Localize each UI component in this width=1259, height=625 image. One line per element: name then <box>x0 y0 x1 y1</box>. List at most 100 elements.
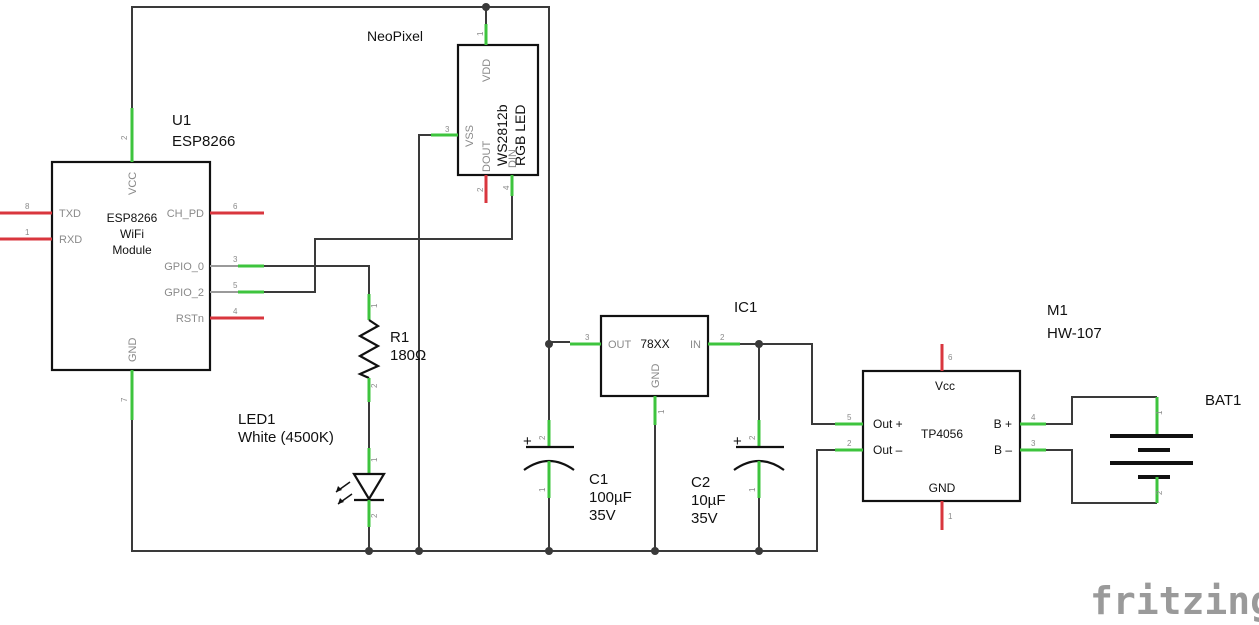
ic1-name: 78XX <box>640 337 669 351</box>
neopixel-pin-din-num: 4 <box>502 185 511 190</box>
ic1-pin-in-num: 2 <box>720 333 725 342</box>
c2-pin-1-num: 1 <box>748 487 757 492</box>
neopixel-pin-vdd-label: VDD <box>481 59 493 82</box>
c1-pin-2-num: 2 <box>538 435 547 440</box>
m1-chip: TP4056 <box>921 427 963 441</box>
c1-capacitor[interactable]: 2 + 1 C1 100µF 35V <box>523 420 632 524</box>
wires <box>131 6 1157 552</box>
led1-triangle <box>352 472 386 502</box>
bat1-battery[interactable]: BAT1 1 2 <box>1110 392 1241 503</box>
junction-dot <box>651 547 659 555</box>
ic1-pin-gnd-num: 1 <box>657 409 666 414</box>
u1-esp8266[interactable]: U1 ESP8266 ESP8266 WiFi Module 2 VCC 8 T… <box>0 108 264 420</box>
neopixel-pin-vss-label: VSS <box>464 125 476 147</box>
neopixel-body-line1: WS2812b <box>494 104 510 166</box>
m1-pin-out-minus-num: 2 <box>847 439 852 448</box>
r1-value: 180Ω <box>390 347 426 364</box>
c2-ref: C2 <box>691 474 710 491</box>
wire-vcc-rail <box>131 6 550 342</box>
u1-pin-gpio2-label: GPIO_2 <box>164 287 204 299</box>
neopixel-pin-dout-num: 2 <box>476 187 485 192</box>
r1-ref: R1 <box>390 329 409 346</box>
led1-value: White (4500K) <box>238 429 334 446</box>
led1-light-arrows <box>335 481 353 505</box>
r1-pin-2-num: 2 <box>370 383 379 388</box>
wire-gpio0-r1 <box>264 265 370 294</box>
c2-capacitor[interactable]: 2 + 1 C2 10µF 35V <box>691 420 785 527</box>
junction-dot <box>755 340 763 348</box>
m1-pin-gnd-num: 1 <box>948 512 953 521</box>
ic1-pin-out-label: OUT <box>608 339 632 351</box>
c1-pin-1-num: 1 <box>538 487 547 492</box>
c2-polarity: + <box>733 433 742 450</box>
u1-name: ESP8266 <box>172 133 235 150</box>
u1-pin-ch-pd-num: 6 <box>233 202 238 211</box>
junction-dot <box>545 547 553 555</box>
bat1-pin-2-num: 2 <box>1155 490 1164 495</box>
neopixel-pin-vdd-num: 1 <box>476 31 485 36</box>
u1-pin-txd-num: 8 <box>25 202 30 211</box>
c2-value: 10µF <box>691 492 726 509</box>
m1-pin-b-plus-num: 4 <box>1031 413 1036 422</box>
c1-ref: C1 <box>589 471 608 488</box>
u1-pin-vcc-num: 2 <box>120 135 129 140</box>
neopixel-pin-dout-label: DOUT <box>481 141 493 172</box>
led1-diode[interactable]: LED1 White (4500K) 1 2 <box>238 411 386 527</box>
fritzing-watermark: fritzing <box>1090 579 1259 623</box>
u1-pin-rstn-label: RSTn <box>176 313 204 325</box>
r1-pin-1-num: 1 <box>370 303 379 308</box>
neopixel-pin-din-label: DIN <box>507 149 519 168</box>
m1-charger-module[interactable]: M1 HW-107 TP4056 6 Vcc 5 Out + 2 Out – 4… <box>835 302 1102 530</box>
wire-gnd-bus <box>131 420 835 552</box>
ic1-pin-in-label: IN <box>690 339 701 351</box>
u1-pin-ch-pd-label: CH_PD <box>167 208 204 220</box>
u1-pin-gnd-num: 7 <box>120 397 129 402</box>
junction-dot <box>415 547 423 555</box>
wire-neopixel-vss <box>418 134 431 551</box>
wire-bminus <box>1046 449 1157 504</box>
bat1-pin-1-num: 1 <box>1155 410 1164 415</box>
r1-zigzag <box>357 319 381 380</box>
u1-pin-rxd-label: RXD <box>59 234 82 246</box>
u1-pin-vcc-label: VCC <box>127 172 139 195</box>
ic1-body <box>599 314 710 398</box>
u1-body-line1: ESP8266 <box>107 211 158 225</box>
neopixel-body <box>456 43 540 177</box>
u1-pin-gpio2-num: 5 <box>233 281 238 290</box>
junction-dot <box>545 340 553 348</box>
m1-pin-vcc-label: Vcc <box>935 379 955 393</box>
m1-name: HW-107 <box>1047 325 1102 342</box>
m1-pin-out-minus-label: Out – <box>873 443 903 457</box>
c1-polarity: + <box>523 433 532 450</box>
m1-pin-vcc-num: 6 <box>948 353 953 362</box>
m1-pin-b-minus-num: 3 <box>1031 439 1036 448</box>
u1-pin-txd-label: TXD <box>59 208 81 220</box>
u1-body-line2: WiFi <box>120 227 144 241</box>
u1-pin-gpio0-label: GPIO_0 <box>164 261 204 273</box>
neopixel-body-line2: RGB LED <box>512 105 528 166</box>
ic1-pin-gnd-label: GND <box>650 364 662 389</box>
m1-pin-b-plus-label: B + <box>994 417 1012 431</box>
junctions <box>365 3 763 555</box>
r1-resistor[interactable]: 1 2 R1 180Ω <box>357 294 426 402</box>
u1-pin-rstn-num: 4 <box>233 307 238 316</box>
m1-pin-out-plus-label: Out + <box>873 417 903 431</box>
u1-pin-rxd-num: 1 <box>25 228 30 237</box>
ic1-ref: IC1 <box>734 299 757 316</box>
junction-dot <box>755 547 763 555</box>
junction-dot <box>365 547 373 555</box>
ic1-regulator[interactable]: IC1 78XX 3 OUT 2 IN 1 GND <box>570 299 757 425</box>
ic1-pin-out-num: 3 <box>585 333 590 342</box>
wire-reg-in <box>740 343 835 425</box>
junction-dot <box>482 3 490 11</box>
m1-ref: M1 <box>1047 302 1068 319</box>
neopixel-title: NeoPixel <box>367 28 423 44</box>
neopixel-ws2812b[interactable]: NeoPixel WS2812b RGB LED 1 VDD 3 VSS 2 D… <box>367 24 540 203</box>
wire-gpio2-din <box>264 196 513 293</box>
m1-pin-gnd-label: GND <box>929 481 956 495</box>
u1-pin-gpio0-num: 3 <box>233 255 238 264</box>
u1-body-line3: Module <box>112 243 152 257</box>
u1-pin-gnd-label: GND <box>127 338 139 363</box>
led1-pin-2-num: 2 <box>370 513 379 518</box>
